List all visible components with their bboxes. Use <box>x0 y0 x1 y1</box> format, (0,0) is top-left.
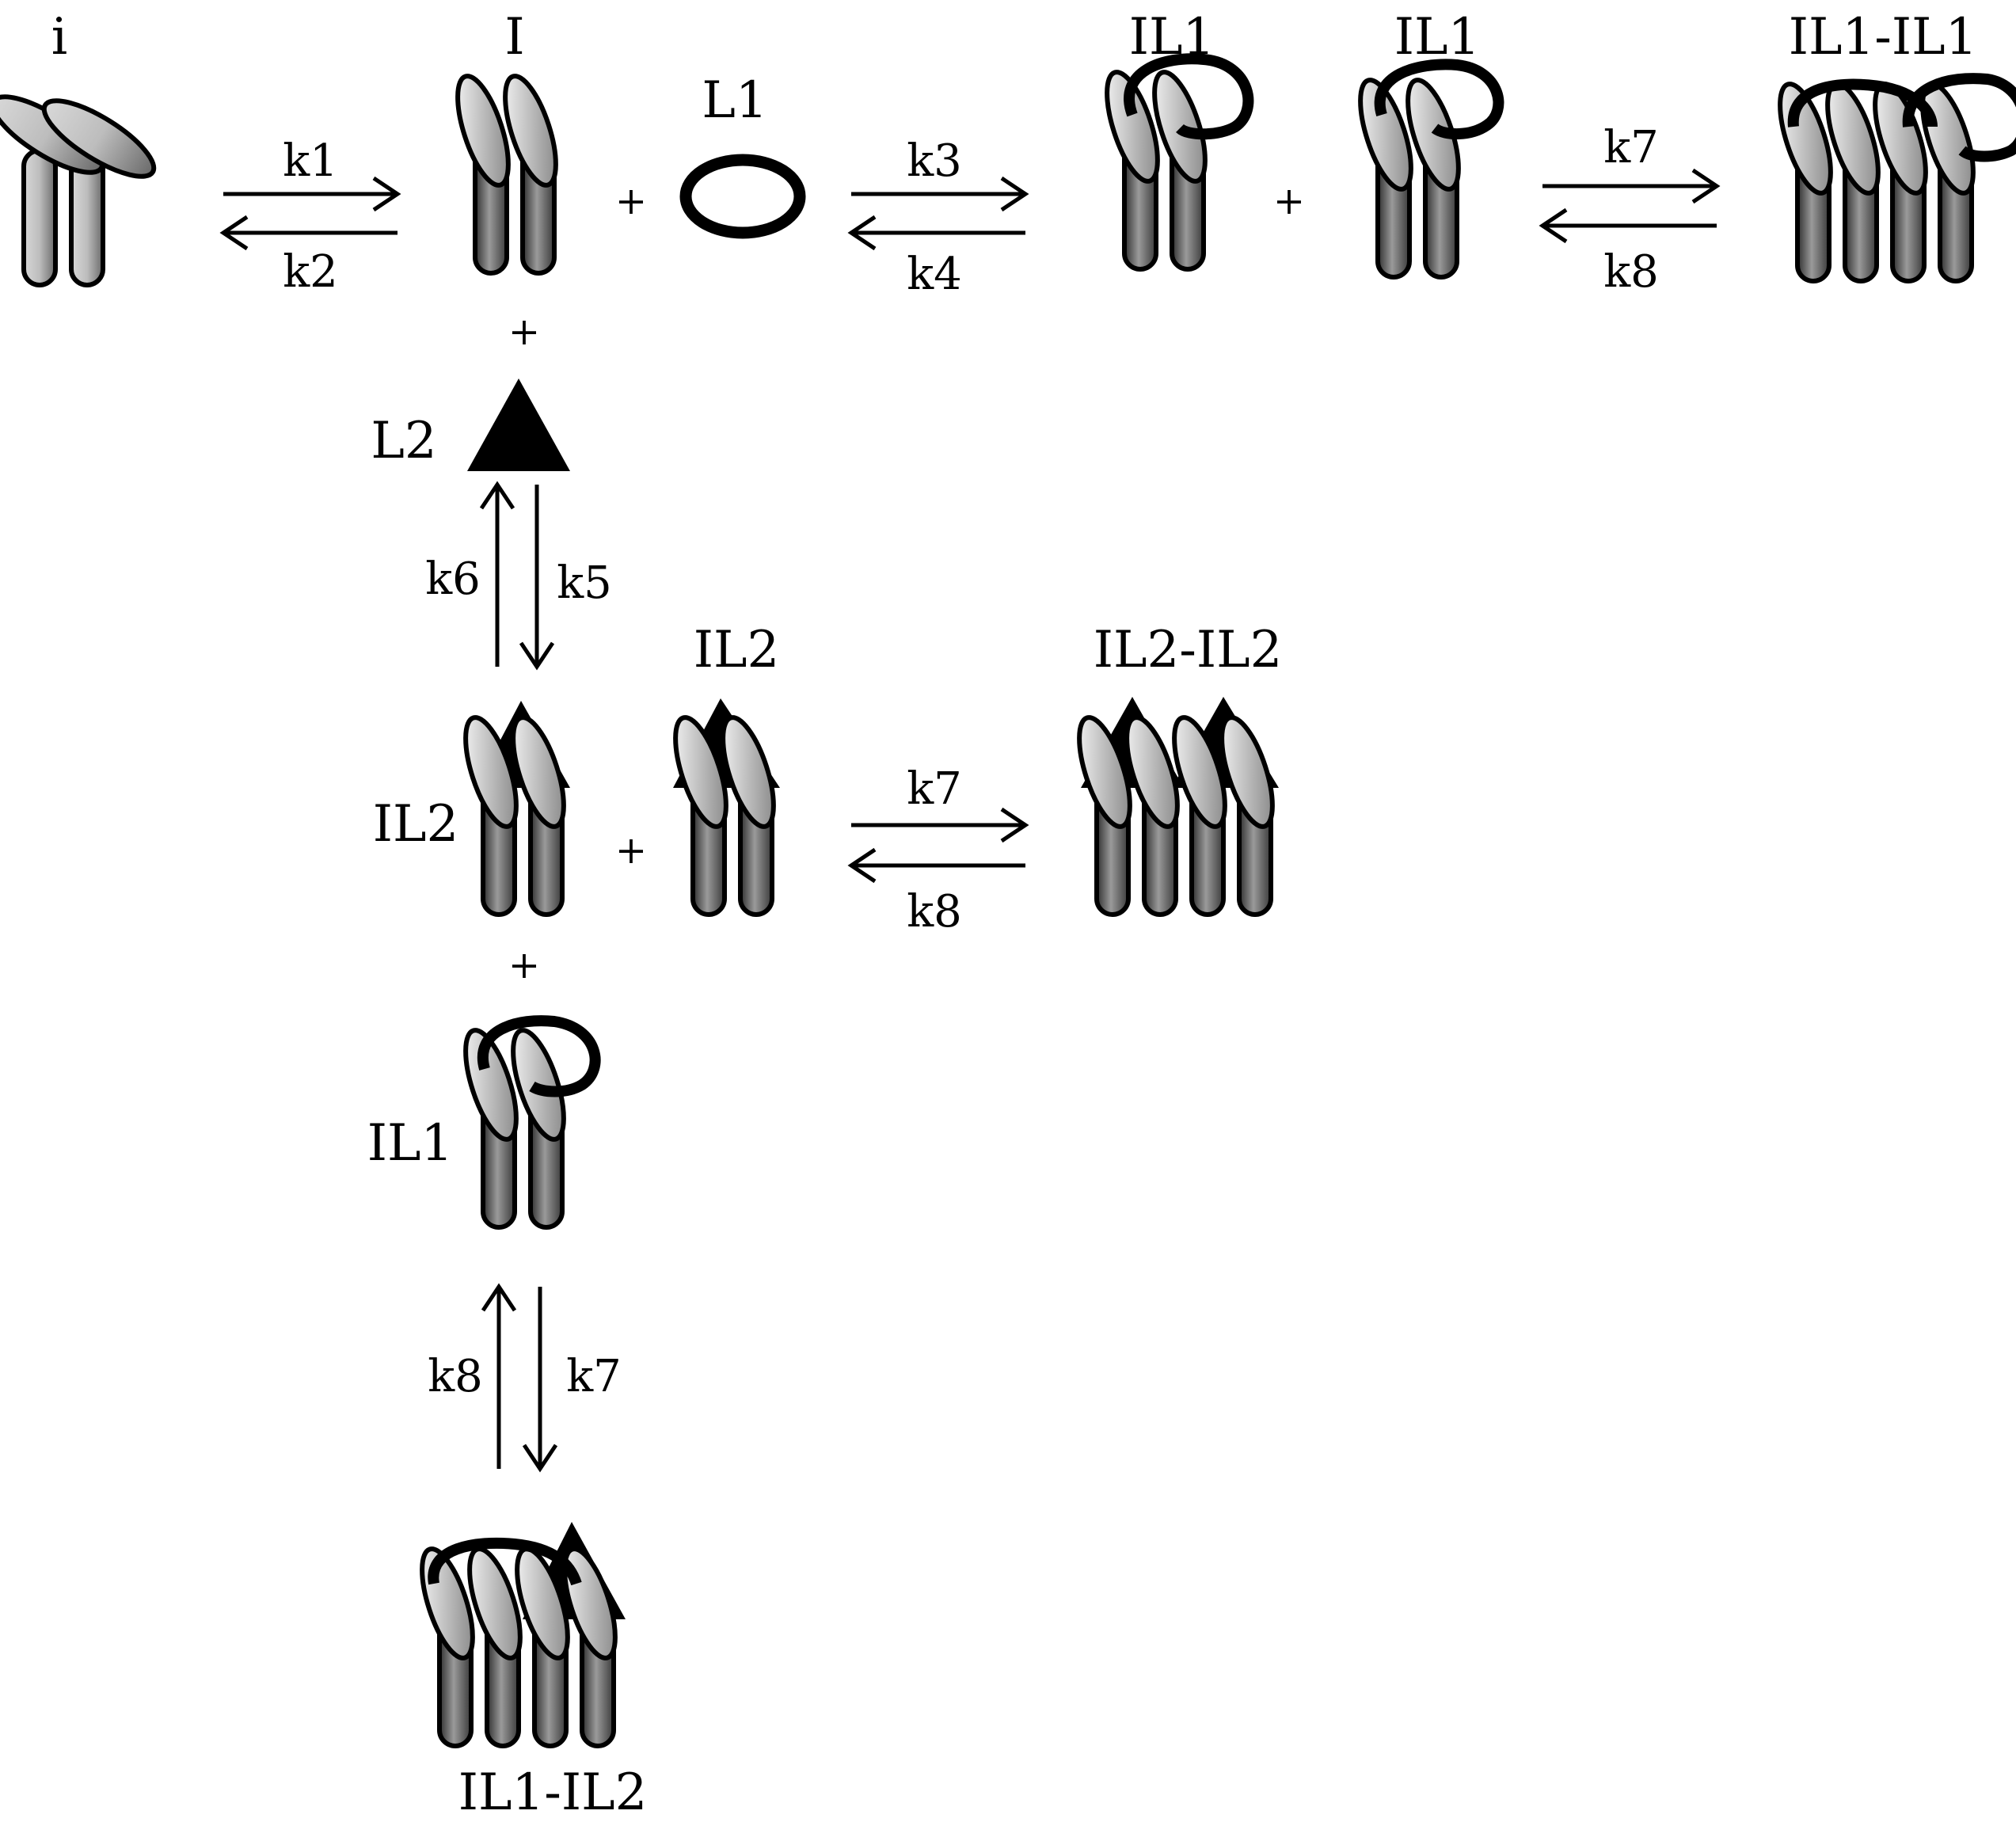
label-IL2-b: IL2 <box>694 621 780 679</box>
complex-IL2-a <box>455 701 574 915</box>
arrow-k7-forward-row1 <box>1542 170 1717 202</box>
rate-k7-row2: k7 <box>907 763 962 815</box>
arrow-k6-up <box>481 485 513 667</box>
rate-k6: k6 <box>425 553 481 605</box>
plus-I-L2: + <box>508 310 540 354</box>
complex-IL1-a <box>1097 53 1254 269</box>
arrow-k2-reverse <box>223 217 397 249</box>
receptor-inactive-i <box>0 84 164 285</box>
label-L1: L1 <box>702 71 767 130</box>
ligand-L1-ring <box>679 154 806 239</box>
arrow-k8-reverse-row1 <box>1542 210 1717 242</box>
rate-k8-row1: k8 <box>1603 246 1659 298</box>
label-IL1-IL1: IL1-IL1 <box>1789 8 1978 67</box>
complex-IL1-c <box>455 1015 601 1227</box>
rate-k1: k1 <box>283 135 338 187</box>
label-IL2-a: IL2 <box>373 795 459 854</box>
label-IL1-IL2: IL1-IL2 <box>458 1763 648 1822</box>
label-IL2-IL2: IL2-IL2 <box>1094 621 1283 679</box>
label-i: i <box>51 8 67 67</box>
receptor-I <box>447 70 566 273</box>
complex-IL1-b <box>1350 59 1504 277</box>
label-IL1-c: IL1 <box>367 1114 454 1173</box>
rate-k8-col: k8 <box>428 1351 483 1402</box>
rate-k8-row2: k8 <box>907 886 962 938</box>
plus-IL2-IL1: + <box>508 943 540 987</box>
label-IL1-a: IL1 <box>1129 8 1215 67</box>
rate-k3: k3 <box>907 135 962 187</box>
complex-IL2-b <box>665 698 784 915</box>
rate-k5: k5 <box>557 557 612 609</box>
plus-IL1-IL1: + <box>1273 179 1305 223</box>
complex-IL1-IL1 <box>1770 73 2016 281</box>
ligand-L2-triangle <box>467 378 570 471</box>
rate-k2: k2 <box>283 246 338 298</box>
rate-k7-col: k7 <box>566 1351 622 1402</box>
rate-k4: k4 <box>907 249 962 300</box>
complex-IL2-IL2 <box>1069 697 1283 915</box>
plus-I-L1: + <box>615 179 647 223</box>
label-L2: L2 <box>371 412 436 470</box>
arrow-k5-down <box>521 485 553 667</box>
plus-IL2-IL2: + <box>615 828 647 873</box>
arrow-k8-reverse-row2 <box>851 850 1025 881</box>
label-I: I <box>504 8 524 67</box>
arrow-k7-down <box>524 1287 556 1469</box>
label-IL1-b: IL1 <box>1394 8 1481 67</box>
arrow-k8-up <box>483 1287 515 1469</box>
complex-IL1-IL2 <box>412 1522 626 1746</box>
rate-k7-row1: k7 <box>1603 122 1659 173</box>
arrow-k4-reverse <box>851 217 1025 249</box>
